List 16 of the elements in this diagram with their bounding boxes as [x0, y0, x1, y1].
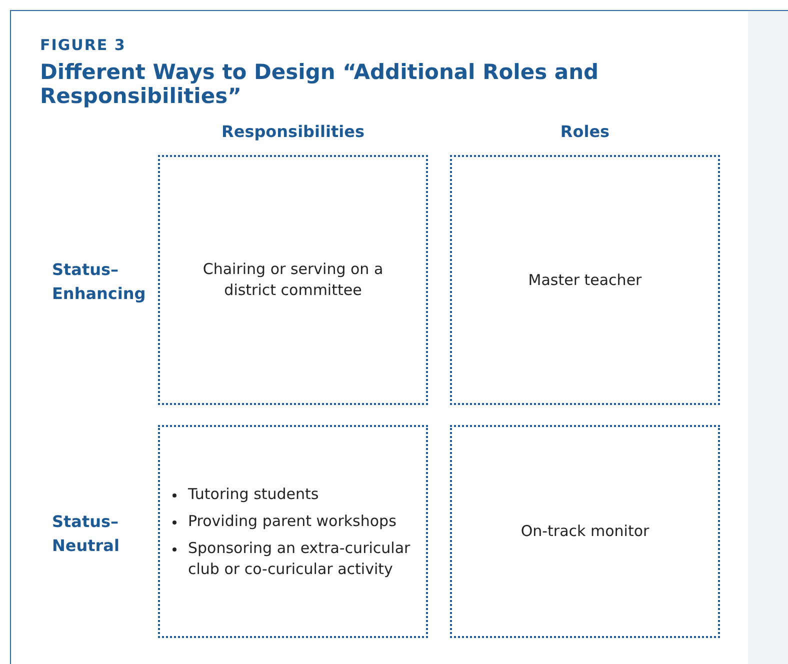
cell-text: On-track monitor — [520, 521, 650, 542]
cell-text: Chairing or serving on a district committee — [202, 259, 384, 301]
dotted-box — [450, 155, 720, 405]
bullet-item: Tutoring students — [188, 484, 426, 504]
dotted-box — [158, 425, 428, 638]
column-header: Responsibilities — [220, 122, 366, 141]
figure-label: FIGURE 3 — [40, 36, 126, 54]
figure-title: Different Ways to Design “Additional Roles and Responsibilities” — [40, 60, 600, 108]
column-header: Roles — [559, 122, 611, 141]
dotted-box — [158, 155, 428, 405]
row-header: Status– Neutral — [52, 511, 120, 557]
cell-text: Master teacher — [527, 270, 643, 290]
bullet-item: Providing parent workshops — [188, 510, 426, 532]
bullet-item: Sponsoring an extra-curicular club or co-curicular activity — [188, 538, 426, 580]
row-header: Status– Enhancing — [52, 259, 147, 305]
dotted-box — [450, 425, 720, 638]
